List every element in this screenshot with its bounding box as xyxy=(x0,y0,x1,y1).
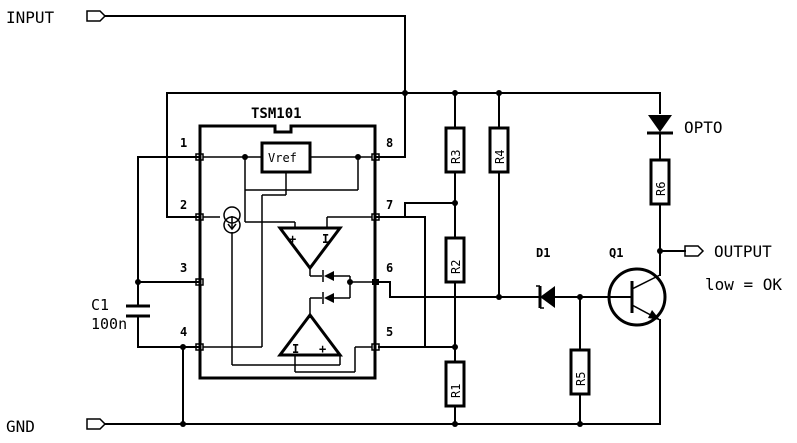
pin-2-label: 2 xyxy=(180,198,187,212)
input-label: INPUT xyxy=(6,8,55,27)
opto-label: OPTO xyxy=(684,118,723,137)
transistor-q1: Q1 xyxy=(607,246,667,327)
resistor-r1: R1 xyxy=(444,360,466,408)
gnd-port: GND xyxy=(6,417,661,436)
output-label: OUTPUT xyxy=(714,242,772,261)
ic-tsm101: TSM101 1 2 3 4 5 6 7 8 Vref xyxy=(180,106,393,380)
r3-label: R3 xyxy=(449,150,463,164)
resistor-r2: R2 xyxy=(444,236,466,284)
opamp-bottom-plus: + xyxy=(319,342,326,356)
r4-label: R4 xyxy=(493,150,507,164)
gnd-label: GND xyxy=(6,417,35,436)
diode-d1: D1 xyxy=(529,246,555,309)
ic-name: TSM101 xyxy=(251,106,302,122)
output-note: low = OK xyxy=(705,275,782,294)
opto-led: OPTO xyxy=(647,115,723,137)
opamp-bottom-minus: I xyxy=(292,342,299,356)
r2-label: R2 xyxy=(449,260,463,274)
pin-5-label: 5 xyxy=(386,325,393,339)
resistor-r3: R3 xyxy=(444,126,466,174)
r6-label: R6 xyxy=(654,182,668,196)
c1-value: 100n xyxy=(91,315,127,333)
pin-3-label: 3 xyxy=(180,261,187,275)
pin-6-label: 6 xyxy=(386,261,393,275)
vref-label: Vref xyxy=(268,151,297,165)
input-port: INPUT xyxy=(6,8,406,27)
pin-8-label: 8 xyxy=(386,136,393,150)
c1-label: C1 xyxy=(91,296,109,314)
opamp-top-plus: + xyxy=(289,232,296,246)
pin-7-label: 7 xyxy=(386,198,393,212)
opamp-top-minus: I xyxy=(322,232,329,246)
pin-1-label: 1 xyxy=(180,136,187,150)
pin-4-label: 4 xyxy=(180,325,187,339)
resistor-r6: R6 xyxy=(649,158,671,206)
output-wiring xyxy=(135,90,663,427)
r5-label: R5 xyxy=(574,372,588,386)
capacitor-c1: C1 100n xyxy=(91,296,150,333)
resistor-r4: R4 xyxy=(488,126,510,174)
supply-wires xyxy=(137,15,661,425)
r1-label: R1 xyxy=(449,384,463,398)
d1-label: D1 xyxy=(536,246,550,260)
output-port: OUTPUT low = OK xyxy=(659,242,782,294)
q1-label: Q1 xyxy=(609,246,623,260)
resistor-r5: R5 xyxy=(569,348,591,396)
